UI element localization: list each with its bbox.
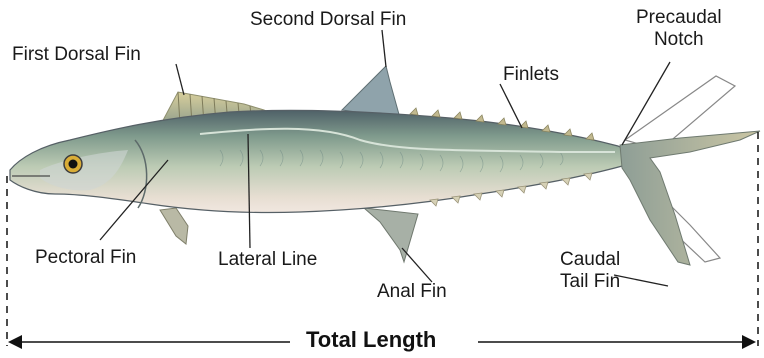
label-caudal-tail-fin: Caudal Tail Fin [560, 249, 620, 293]
label-first-dorsal-fin: First Dorsal Fin [12, 44, 141, 66]
label-finlets: Finlets [503, 64, 559, 86]
label-total-length: Total Length [296, 327, 446, 353]
leader-anal-fin [402, 248, 432, 282]
label-lateral-line: Lateral Line [218, 249, 317, 271]
total-length-arrowhead-left [8, 335, 22, 349]
label-anal-fin: Anal Fin [377, 281, 447, 303]
label-caudal-tail-fin-line1: Caudal [560, 249, 620, 271]
eye-pupil [69, 160, 78, 169]
second-dorsal-fin-shape [342, 66, 400, 118]
label-pectoral-fin: Pectoral Fin [35, 247, 136, 269]
leader-first-dorsal-fin [176, 64, 184, 95]
label-caudal-tail-fin-line2: Tail Fin [560, 271, 620, 293]
leader-second-dorsal-fin [382, 30, 386, 67]
label-precaudal-notch-line1: Precaudal [636, 7, 722, 29]
total-length-arrowhead-right [742, 335, 756, 349]
ventral-fin-shape [160, 208, 188, 244]
label-second-dorsal-fin: Second Dorsal Fin [250, 9, 406, 31]
anal-fin-shape [364, 208, 418, 262]
leader-caudal-tail-fin [614, 275, 668, 286]
label-precaudal-notch-line2: Notch [636, 29, 722, 51]
label-precaudal-notch: Precaudal Notch [636, 7, 722, 51]
